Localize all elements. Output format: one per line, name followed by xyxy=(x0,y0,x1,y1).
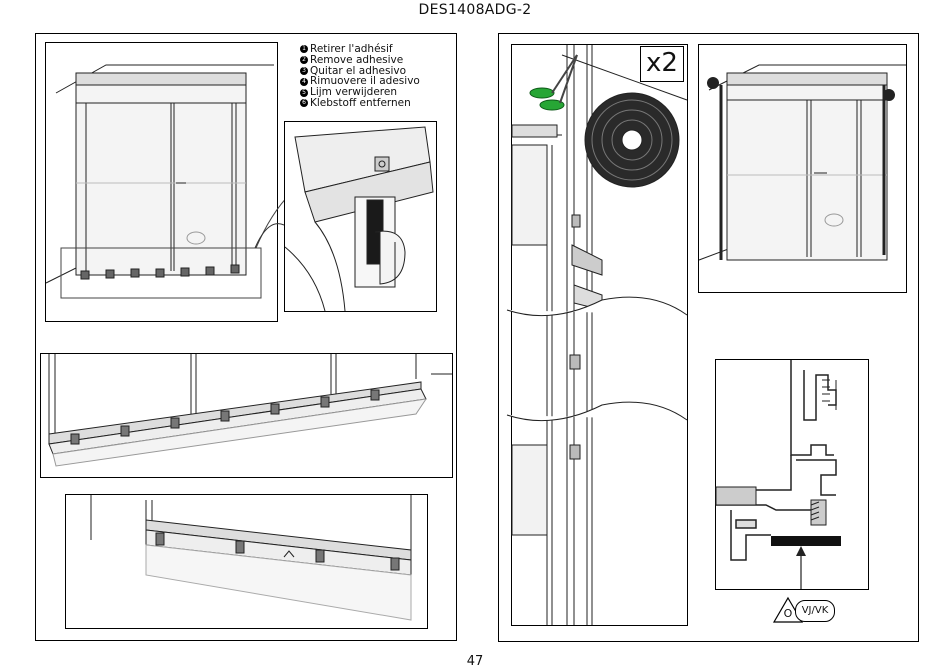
adhesive-removal-detail xyxy=(284,121,437,312)
cross-section-drawing xyxy=(715,360,841,589)
bottom-rail-drawing-2 xyxy=(90,495,412,621)
step-marker: 2 xyxy=(300,56,308,65)
step-marker: 3 xyxy=(300,66,308,75)
step-marker: 1 xyxy=(300,45,308,54)
bottom-rail-detail-2 xyxy=(65,494,428,629)
reference-code-label: VJ/VK xyxy=(795,600,835,622)
installed-enclosure-drawing xyxy=(698,64,906,261)
shower-overview-drawing xyxy=(45,64,292,299)
instruction-text: Retirer l'adhésif xyxy=(310,43,393,55)
instruction-text: Klebstoff entfernen xyxy=(310,96,411,109)
profile-seal-drawing xyxy=(506,45,688,625)
installed-enclosure-illustration xyxy=(698,44,907,293)
quantity-badge: x2 xyxy=(640,46,684,82)
step-marker: 5 xyxy=(300,88,308,97)
profile-seal-illustration xyxy=(506,44,688,626)
instruction-text: Quitar el adhesivo xyxy=(310,64,406,77)
document-code: DES1408ADG-2 xyxy=(418,2,532,18)
adhesive-detail-drawing xyxy=(284,126,434,312)
step-marker: 4 xyxy=(300,77,308,86)
page-number: 47 xyxy=(466,654,484,669)
warning-symbol-text: O xyxy=(783,607,793,620)
instruction-text: Rimuovere il adesivo xyxy=(310,75,420,88)
bottom-rail-detail-1 xyxy=(40,353,453,478)
instruction-text: Lijm verwijderen xyxy=(310,86,397,99)
bottom-rail-drawing-1 xyxy=(48,354,452,467)
shower-overview-illustration xyxy=(45,42,292,322)
step-marker: 6 xyxy=(300,99,308,108)
instruction-text: Remove adhesive xyxy=(310,53,404,66)
profile-cross-section xyxy=(715,359,869,590)
